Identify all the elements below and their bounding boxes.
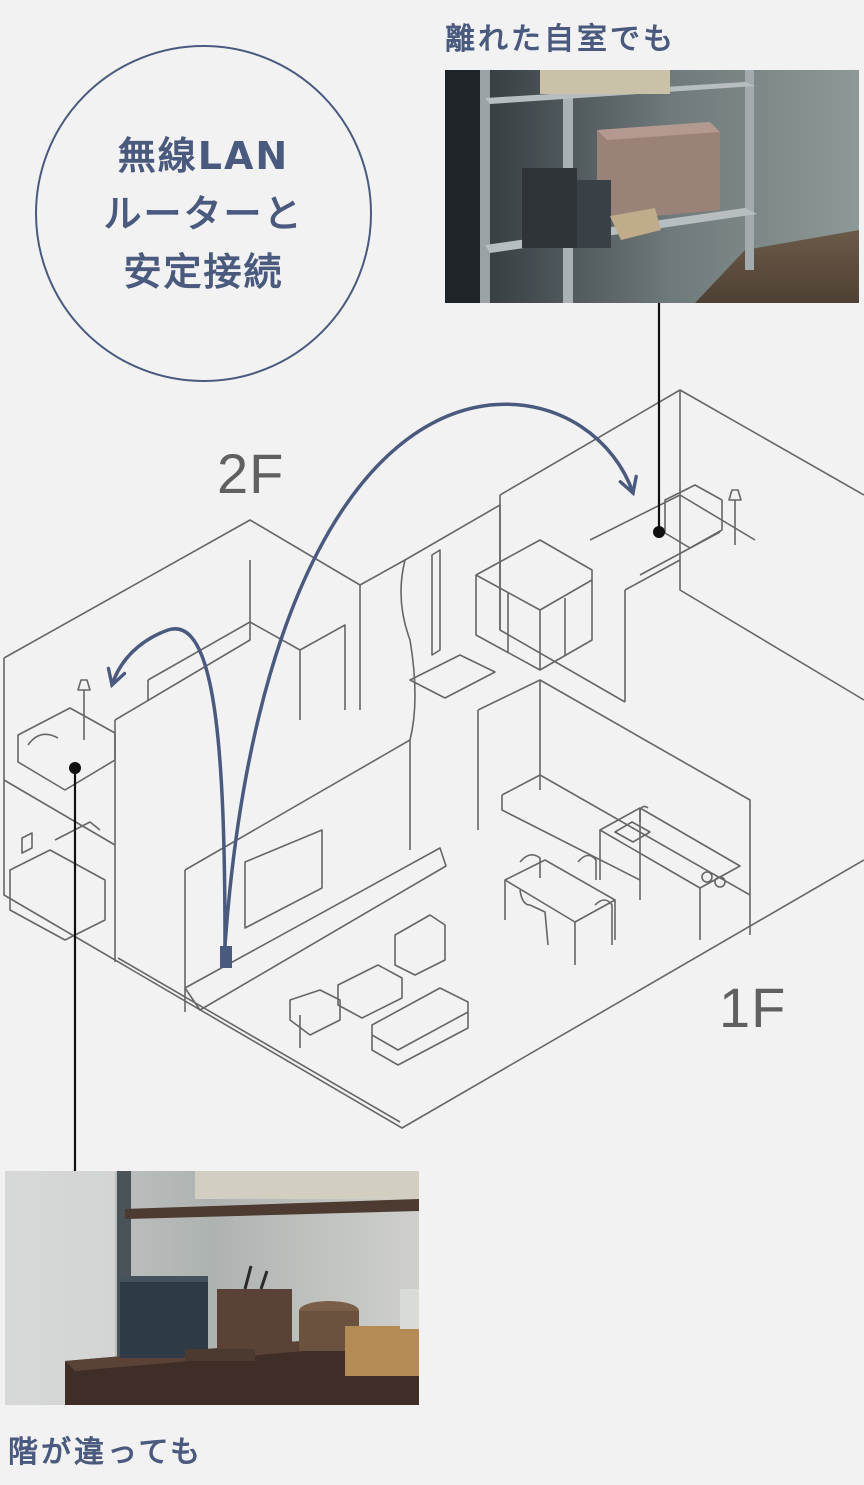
feature-badge: 無線LAN ルーターと 安定接続 [35,45,372,382]
badge-line-2: ルーターと [103,191,304,236]
badge-line-3: 安定接続 [123,249,284,294]
callout-dot-top [653,526,665,538]
house-outline [3,389,864,1129]
shelf-room-photo [445,70,859,303]
signal-arc-to-2f [223,402,638,947]
top-room-caption: 離れた自室でも [445,22,676,57]
floor-label-1f: 1F [719,976,787,1039]
living-room-photo [5,1171,419,1405]
badge-line-1: 無線LAN [117,133,290,178]
callout-dot-bottom [69,762,81,774]
router-icon [220,946,232,968]
floor-label-2f: 2F [217,442,285,505]
signal-arc-to-1f [106,627,227,947]
bottom-room-caption: 階が違っても [8,1435,203,1470]
